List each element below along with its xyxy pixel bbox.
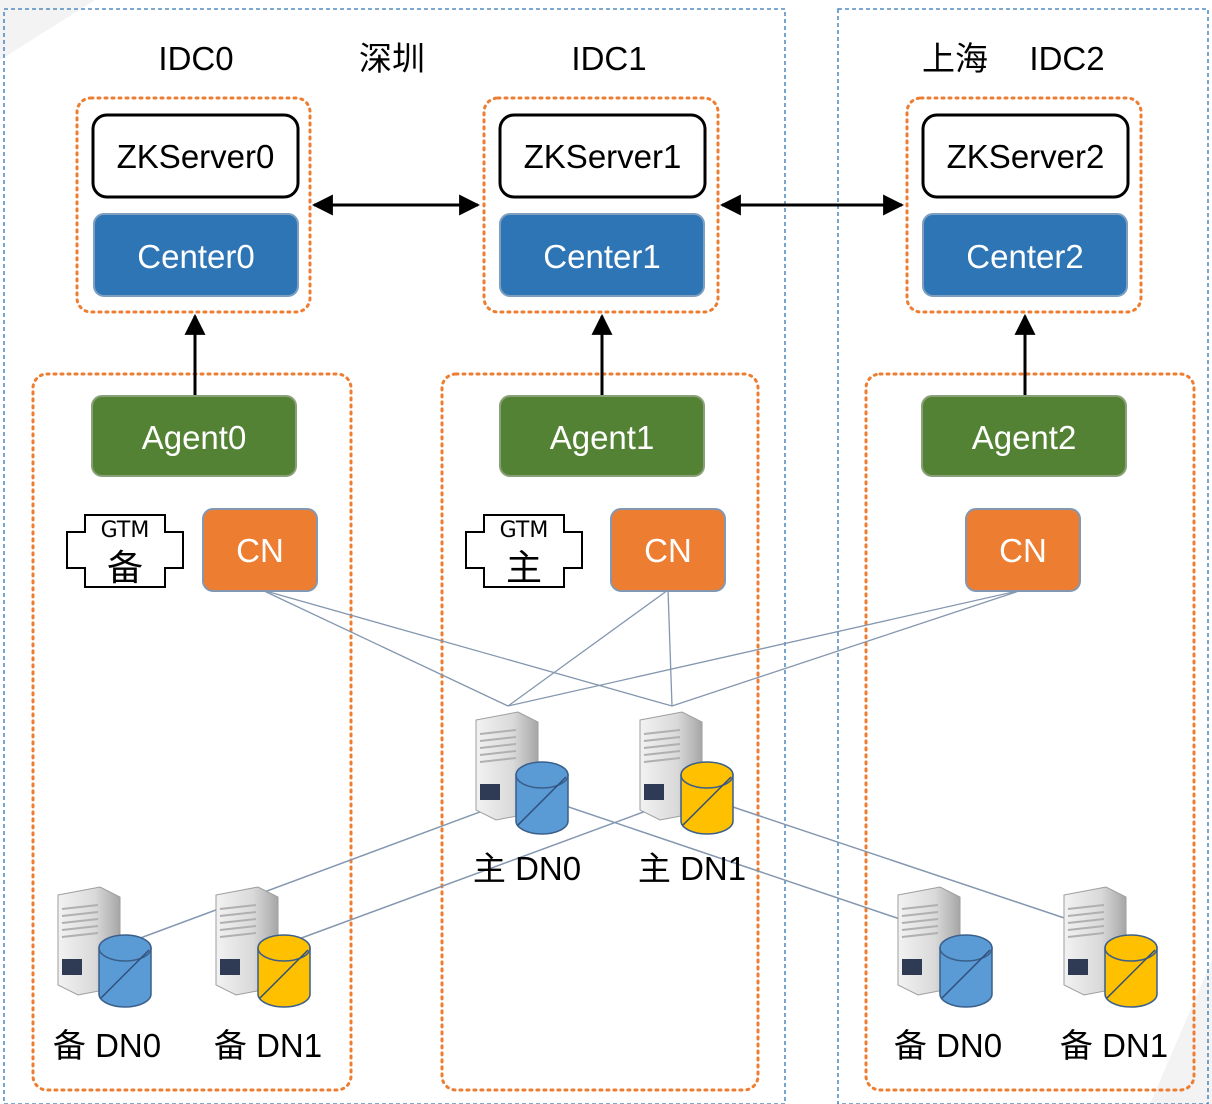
server-drive-icon: [1068, 959, 1088, 975]
idc2-standby-dn1-label: 备 DN1: [1060, 1027, 1168, 1064]
repl-idc2-dn0: [548, 800, 963, 941]
center2-box: Center2: [922, 213, 1128, 297]
agent0-label: Agent0: [142, 419, 247, 456]
database-cylinder-icon: [515, 774, 569, 835]
zkserver1-box: ZKServer1: [498, 113, 707, 199]
primary-dn1-label: 主 DN1: [638, 850, 746, 887]
idc2-standby-dn0-server: [897, 886, 993, 1008]
database-cylinder-icon: [939, 947, 993, 1008]
cn2-label: CN: [999, 532, 1047, 569]
agent2-label: Agent2: [972, 419, 1077, 456]
background-corner-shade: [1150, 960, 1212, 1104]
idc1-label: IDC1: [571, 40, 646, 77]
region-shanghai: [837, 8, 1209, 1104]
gtm-standby-role: 备: [107, 548, 143, 589]
agent1-box: Agent1: [499, 395, 705, 477]
gtm-primary-role: 主: [506, 548, 542, 589]
zkserver1-label: ZKServer1: [524, 138, 682, 175]
cn2-box: CN: [965, 508, 1081, 592]
cn1-label: CN: [644, 532, 692, 569]
agent1-label: Agent1: [550, 419, 655, 456]
database-cylinder-icon: [680, 774, 734, 835]
cn-dn-links: [261, 589, 1023, 707]
idc2-control-group: [905, 96, 1143, 314]
idc2-standby-dn0-label: 备 DN0: [894, 1027, 1002, 1064]
idc0-standby-dn0-server: [57, 886, 152, 1008]
repl-idc0-dn0: [134, 800, 512, 941]
gtm-primary-title: GTM: [500, 518, 549, 543]
idc2-label: IDC2: [1029, 40, 1104, 77]
agent0-box: Agent0: [91, 395, 297, 477]
repl-idc0-dn1: [295, 800, 676, 941]
repl-idc2-dn1: [712, 800, 1131, 941]
server-drive-icon: [902, 959, 922, 975]
cn0-label: CN: [236, 532, 284, 569]
center2-label: Center2: [966, 238, 1083, 275]
idc1-control-group: [482, 96, 720, 314]
center1-label: Center1: [543, 238, 660, 275]
server-drive-icon: [480, 784, 500, 800]
primary-dn0-server: [475, 711, 569, 835]
dn-servers: [57, 711, 1158, 1008]
zkserver0-label: ZKServer0: [117, 138, 275, 175]
primary-dn1-server: [639, 711, 734, 835]
database-cylinder-icon: [257, 947, 311, 1008]
server-drive-icon: [62, 959, 82, 975]
shanghai-label: 上海: [922, 40, 988, 77]
zkserver0-box: ZKServer0: [91, 113, 300, 199]
center0-box: Center0: [93, 213, 299, 297]
server-drive-icon: [220, 959, 240, 975]
idc2-standby-dn1-server: [1063, 886, 1158, 1008]
shenzhen-label: 深圳: [359, 40, 425, 77]
center1-box: Center1: [499, 213, 705, 297]
idc1-node-group: [440, 372, 760, 1092]
idc0-standby-dn1-label: 备 DN1: [214, 1027, 322, 1064]
gtm-standby-title: GTM: [101, 518, 150, 543]
replication-links: [134, 800, 1131, 941]
database-cylinder-icon: [1104, 947, 1158, 1008]
idc2-node-group: [864, 372, 1196, 1092]
zkserver2-label: ZKServer2: [947, 138, 1105, 175]
idc0-standby-dn1-server: [215, 886, 311, 1008]
zkserver2-box: ZKServer2: [921, 113, 1130, 199]
primary-dn0-label: 主 DN0: [473, 850, 581, 887]
idc0-standby-dn0-label: 备 DN0: [53, 1027, 161, 1064]
idc0-label: IDC0: [158, 40, 233, 77]
center0-label: Center0: [137, 238, 254, 275]
database-cylinder-icon: [98, 947, 152, 1008]
agent2-box: Agent2: [921, 395, 1127, 477]
cn0-box: CN: [202, 508, 318, 592]
cn1-box: CN: [610, 508, 726, 592]
gtm-primary-node: GTM 主: [465, 514, 583, 589]
server-drive-icon: [644, 784, 664, 800]
background-corner-shade: [0, 0, 95, 60]
idc0-control-group: [75, 96, 312, 314]
gtm-standby-node: GTM 备: [66, 514, 184, 589]
